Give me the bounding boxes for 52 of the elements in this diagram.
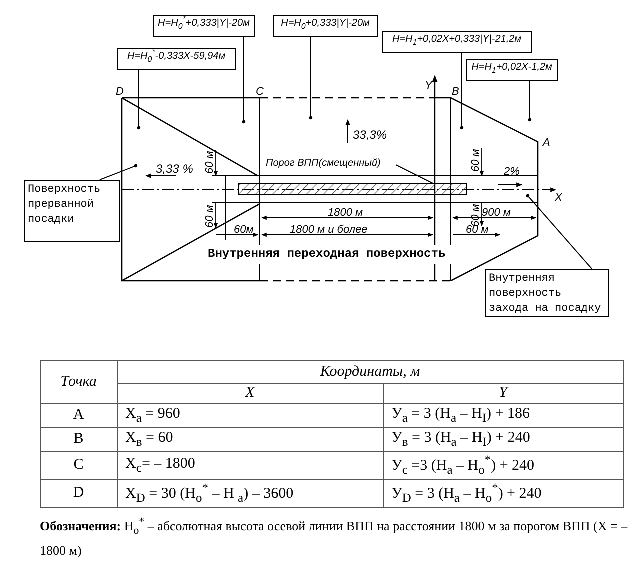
formula-box: H=H$_{1}$+0,02X+0,333|Y|-21,2м [382,31,532,53]
surface-label: Внутренняя переходная поверхность [208,248,446,260]
point-label: D [40,480,118,508]
dimension-label: 60 м [204,205,216,228]
coordinate-formula: X$_{a}$ = 960 [117,404,384,428]
runway-bar [238,184,468,196]
leader-line [309,36,313,120]
dimension-label: 60м [234,224,254,236]
formula-box: H=H$_{0}$$^{*}$-0,333X-59,94м [117,48,236,70]
formula-box: H=H$_{0}$+0,333|Y|-20м [273,15,378,37]
point-label: A [40,404,118,428]
dimension-label: 60 м [204,151,216,174]
leader-line [137,70,141,130]
dimension-label: 60 м [470,149,482,172]
leader-line [242,36,246,124]
dimension-label: 1800 м и более [290,224,368,236]
coordinate-formula: У$_{D}$ = 3 (H$_{a}$ – H$_{o}$$^{*}$) + 240 [383,480,624,508]
callout-box: Поверхность прерванной посадки [24,180,120,242]
formula-box: H=H$_{1}$+0,02X-1,2м [466,59,558,81]
callout-box: Внутренняя поверхность захода на посадку [485,269,609,317]
dimension-label: 1800 м [328,207,364,219]
leader-line [396,164,434,184]
axis-label: X [555,192,562,204]
coordinate-formula: У$_{c}$ =3 (H$_{a}$ – H$_{o}$$^{*}$) + 240 [383,452,624,480]
formula-box: H=H$_{0}$$^{*}$+0,333|Y|-20м [153,15,255,37]
leader-line [526,194,592,270]
point-letter: D [116,86,124,98]
table-header: Координаты, м [117,360,624,384]
slope-label: 33,3% [353,129,388,141]
coordinate-formula: У$_{в}$ = 3 (H$_{a}$ – H$_{I}$) + 240 [383,428,624,452]
point-letter: A [543,137,550,149]
leader-line [528,80,532,122]
table-header: X [117,384,384,404]
coordinate-formula: X$_{D}$ = 30 (H$_{o}$$^{*}$ – H $_{a}$) – 3600 [117,480,384,508]
table-header: Точка [40,360,118,404]
coordinate-formula: X$_{c}$= – 1800 [117,452,384,480]
coordinate-formula: У$_{a}$ = 3 (H$_{a}$ – H$_{I}$) + 186 [383,404,624,428]
dimension-label: 900 м [482,207,511,219]
slope-label: 2% [504,166,520,178]
point-label: B [40,428,118,452]
table-header: Y [383,384,624,404]
axis-label: Y [425,80,432,92]
slope-label: 3,33 % [156,163,194,175]
point-letter: C [256,86,264,98]
dimension-label: 60 м [466,224,489,236]
leader-line [460,52,464,130]
runway-threshold-label: Порог ВПП(смещенный) [266,158,396,171]
leader-line [100,164,138,180]
point-letter: B [452,86,460,98]
legend-note: Обозначения: H$_{o}$$^{*}$ – абсолютная высота осевой линии ВПП на расстоянии 1800 м за порогом ВПП (X = – 1800 м) [40,515,629,560]
point-label: C [40,452,118,480]
coordinate-formula: X$_{в}$ = 60 [117,428,384,452]
